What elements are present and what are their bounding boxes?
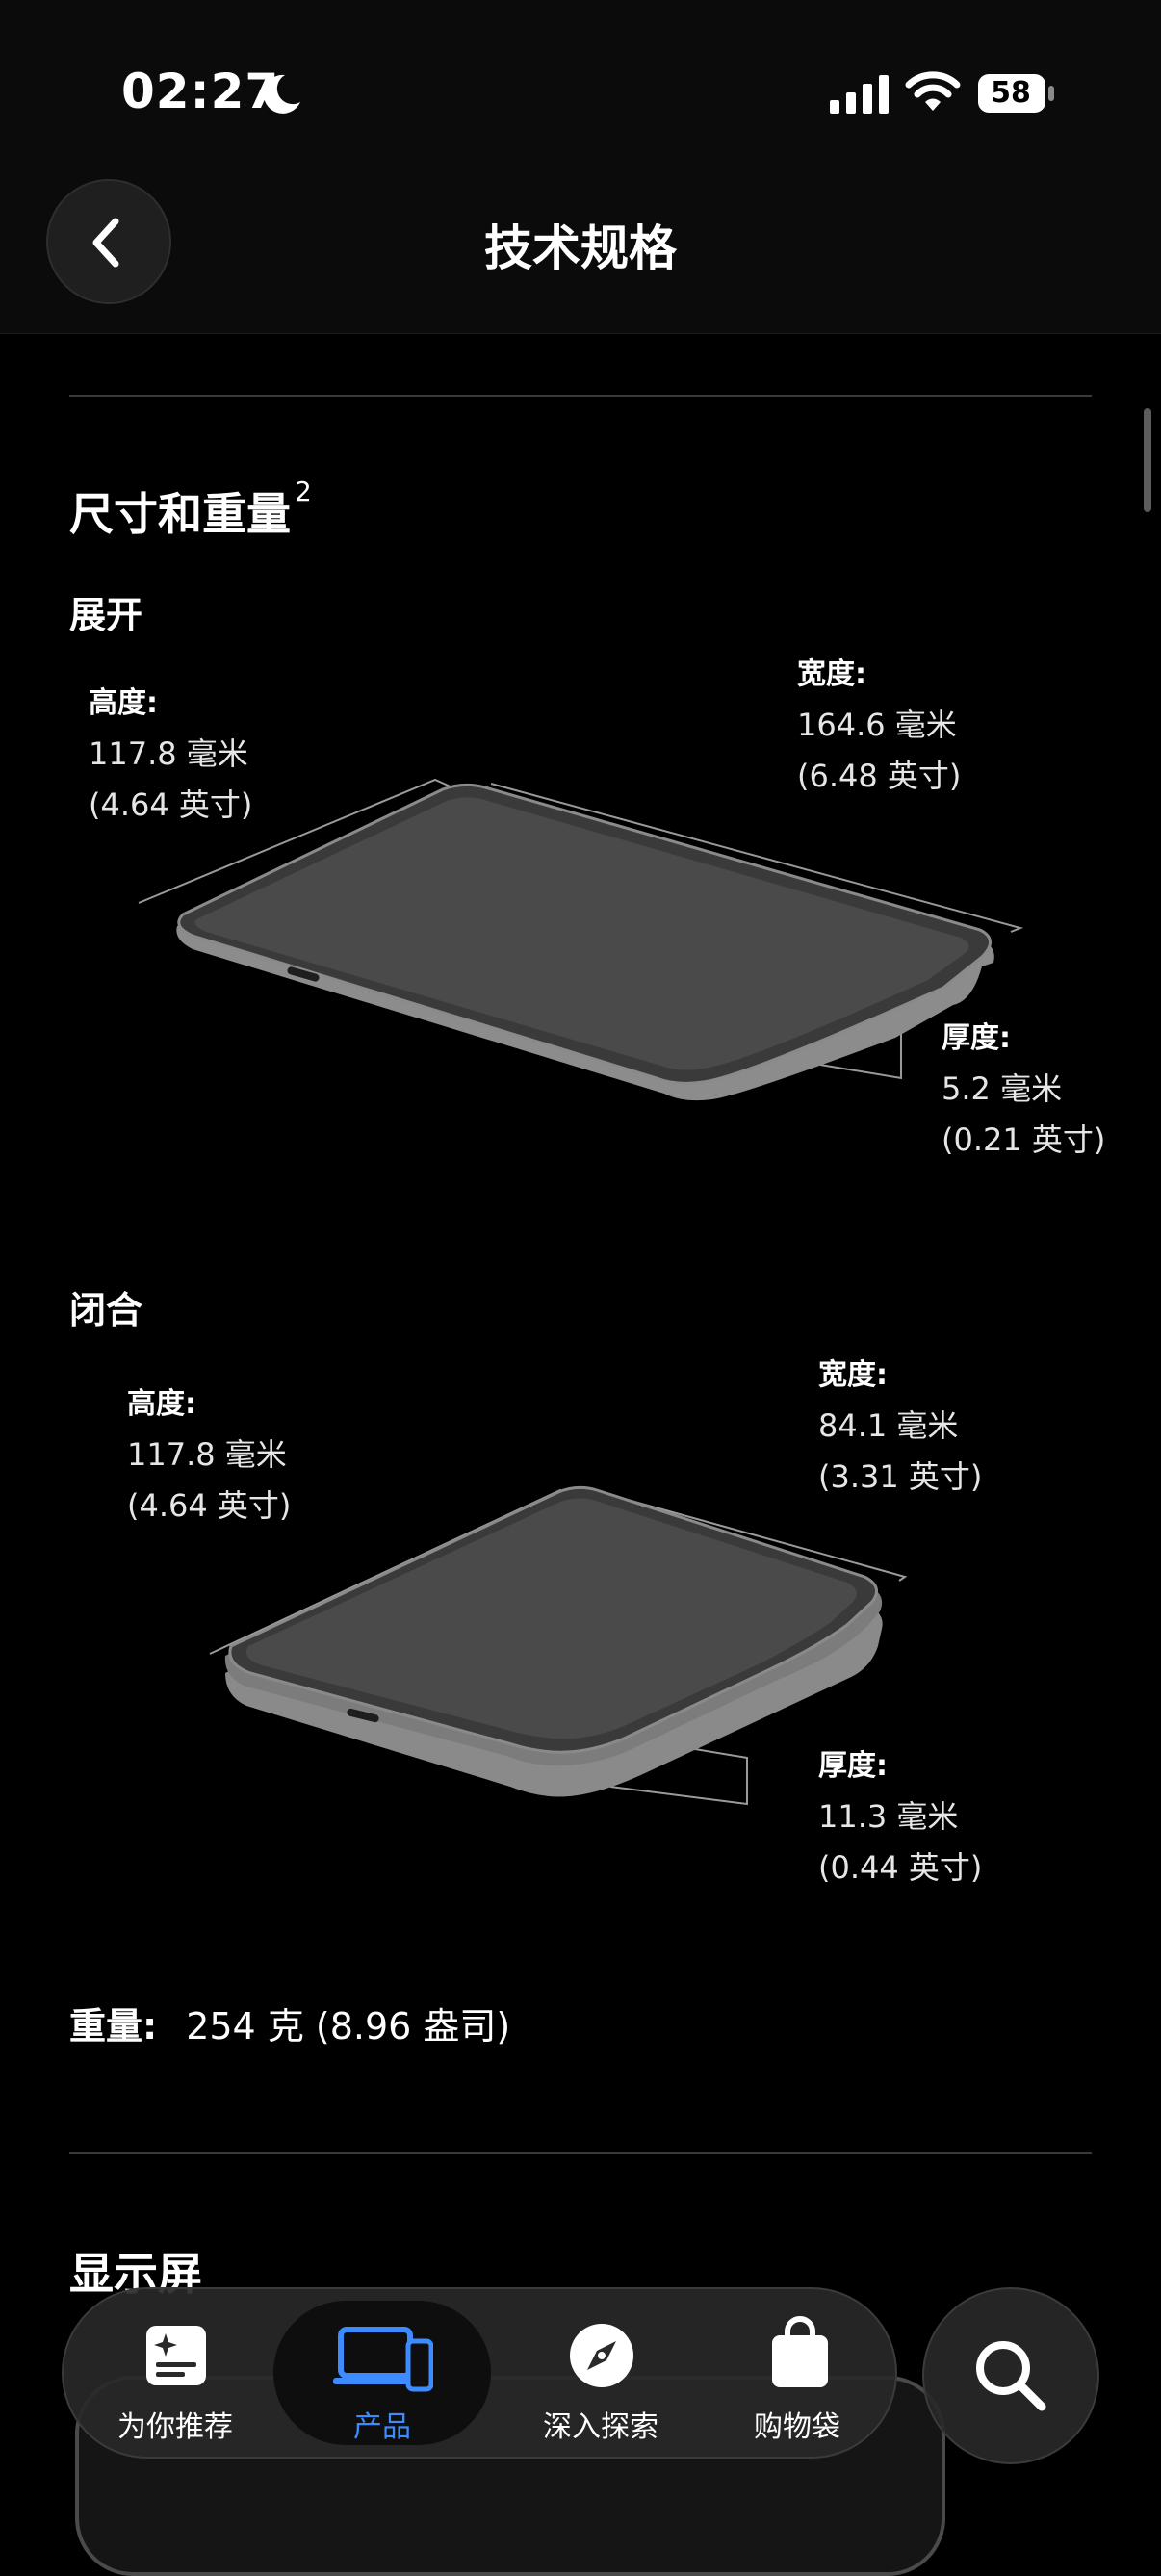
unfolded-title: 展开 — [69, 594, 143, 636]
section-divider — [69, 395, 1092, 397]
recommend-icon — [146, 2326, 206, 2385]
spec-mm: 117.8 毫米 — [127, 1436, 287, 1473]
folded-title: 闭合 — [69, 1289, 143, 1331]
compass-icon — [570, 2324, 633, 2387]
battery-level: 58 — [991, 76, 1031, 110]
spec-label: 厚度: — [942, 1021, 1011, 1055]
page-title: 技术规格 — [484, 220, 677, 276]
battery-indicator: 58 — [977, 73, 1056, 114]
search-icon — [976, 2341, 1046, 2411]
weight-spec: 重量: 254 克 (8.96 盎司) — [69, 1996, 510, 2049]
unfolded-width-spec: 宽度: 164.6 毫米 (6.48 英寸) — [797, 649, 961, 802]
footnote-marker[interactable]: 2 — [295, 476, 312, 507]
folded-height-spec: 高度: 117.8 毫米 (4.64 英寸) — [127, 1378, 291, 1532]
spec-mm: 164.6 毫米 — [797, 707, 957, 743]
weight-label: 重量: — [69, 2005, 158, 2048]
spec-inch: (0.21 英寸) — [942, 1121, 1106, 1158]
moon-icon — [263, 74, 300, 114]
wifi-icon — [905, 71, 961, 111]
spec-mm: 5.2 毫米 — [942, 1070, 1063, 1107]
spec-inch: (0.44 英寸) — [818, 1849, 983, 1886]
back-button[interactable] — [46, 179, 171, 304]
tab-bag[interactable]: 购物袋 — [695, 2289, 899, 2457]
cellular-signal-icon — [830, 75, 889, 114]
tab-label: 购物袋 — [754, 2410, 840, 2444]
battery-icon — [978, 74, 1054, 113]
unfolded-height-spec: 高度: 117.8 毫米 (4.64 英寸) — [89, 678, 252, 831]
section-divider — [69, 2152, 1092, 2154]
spec-label: 宽度: — [797, 657, 866, 691]
unfolded-depth-spec: 厚度: 5.2 毫米 (0.21 英寸) — [942, 1013, 1105, 1166]
bag-icon — [772, 2316, 828, 2387]
tab-label: 为你推荐 — [117, 2410, 233, 2444]
navigation-bar — [0, 0, 1161, 334]
tab-label: 产品 — [353, 2410, 411, 2444]
spec-mm: 84.1 毫米 — [818, 1407, 959, 1444]
folded-device-illustration — [209, 1485, 908, 1806]
weight-value: 254 克 (8.96 盎司) — [186, 2005, 511, 2048]
spec-inch: (4.64 英寸) — [89, 786, 253, 823]
spec-inch: (3.31 英寸) — [818, 1458, 983, 1495]
chevron-left-icon — [92, 218, 119, 268]
unfolded-device-illustration — [138, 778, 1024, 1101]
spec-label: 高度: — [89, 686, 158, 720]
spec-label: 宽度: — [818, 1358, 888, 1392]
spec-mm: 117.8 毫米 — [89, 735, 248, 772]
spec-mm: 11.3 毫米 — [818, 1798, 959, 1835]
tab-bar: 为你推荐 产品 深入探索 购物袋 — [62, 2287, 897, 2459]
spec-inch: (6.48 英寸) — [797, 758, 962, 794]
spec-label: 高度: — [127, 1387, 196, 1421]
folded-width-spec: 宽度: 84.1 毫米 (3.31 英寸) — [818, 1350, 982, 1503]
search-button[interactable] — [922, 2287, 1099, 2464]
tab-explore[interactable]: 深入探索 — [499, 2289, 703, 2457]
tab-label: 深入探索 — [543, 2410, 658, 2444]
spec-label: 厚度: — [818, 1749, 888, 1783]
folded-depth-spec: 厚度: 11.3 毫米 (0.44 英寸) — [818, 1740, 982, 1893]
dimensions-heading-text: 尺寸和重量 — [69, 488, 291, 540]
tab-products[interactable]: 产品 — [273, 2301, 491, 2445]
spec-inch: (4.64 英寸) — [127, 1487, 292, 1524]
devices-icon — [333, 2327, 433, 2392]
tab-recommend[interactable]: 为你推荐 — [73, 2289, 277, 2457]
status-time: 02:27 — [121, 64, 280, 119]
scrollbar[interactable] — [1144, 408, 1151, 512]
